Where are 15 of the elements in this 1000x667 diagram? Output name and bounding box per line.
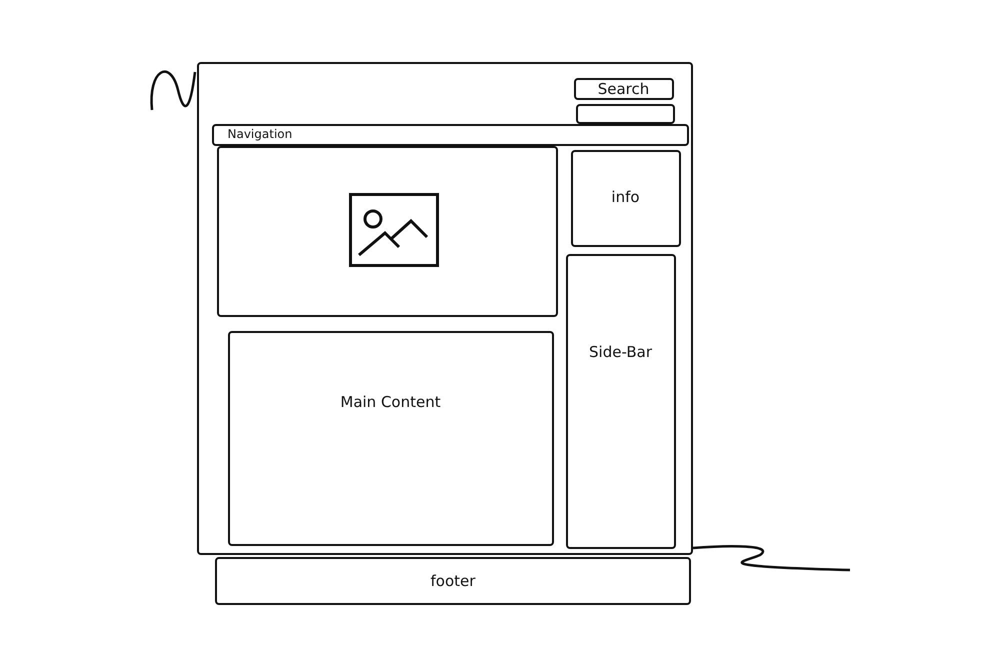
info-panel bbox=[570, 150, 680, 246]
navigation-bar bbox=[212, 124, 688, 146]
node-label: info bbox=[610, 188, 641, 206]
image-panel bbox=[216, 146, 558, 316]
footer-bar bbox=[215, 557, 691, 605]
search-bar bbox=[574, 78, 674, 100]
node-label: Navigation bbox=[228, 126, 292, 140]
page-frame bbox=[197, 62, 693, 555]
node-label: Side-Bar bbox=[588, 342, 653, 360]
input-field bbox=[576, 104, 674, 124]
node-label: Main Content bbox=[339, 392, 442, 410]
content-panel bbox=[228, 330, 554, 546]
node-label: Search bbox=[596, 80, 650, 98]
sidebar-panel bbox=[566, 254, 676, 548]
node-label: footer bbox=[430, 572, 476, 590]
